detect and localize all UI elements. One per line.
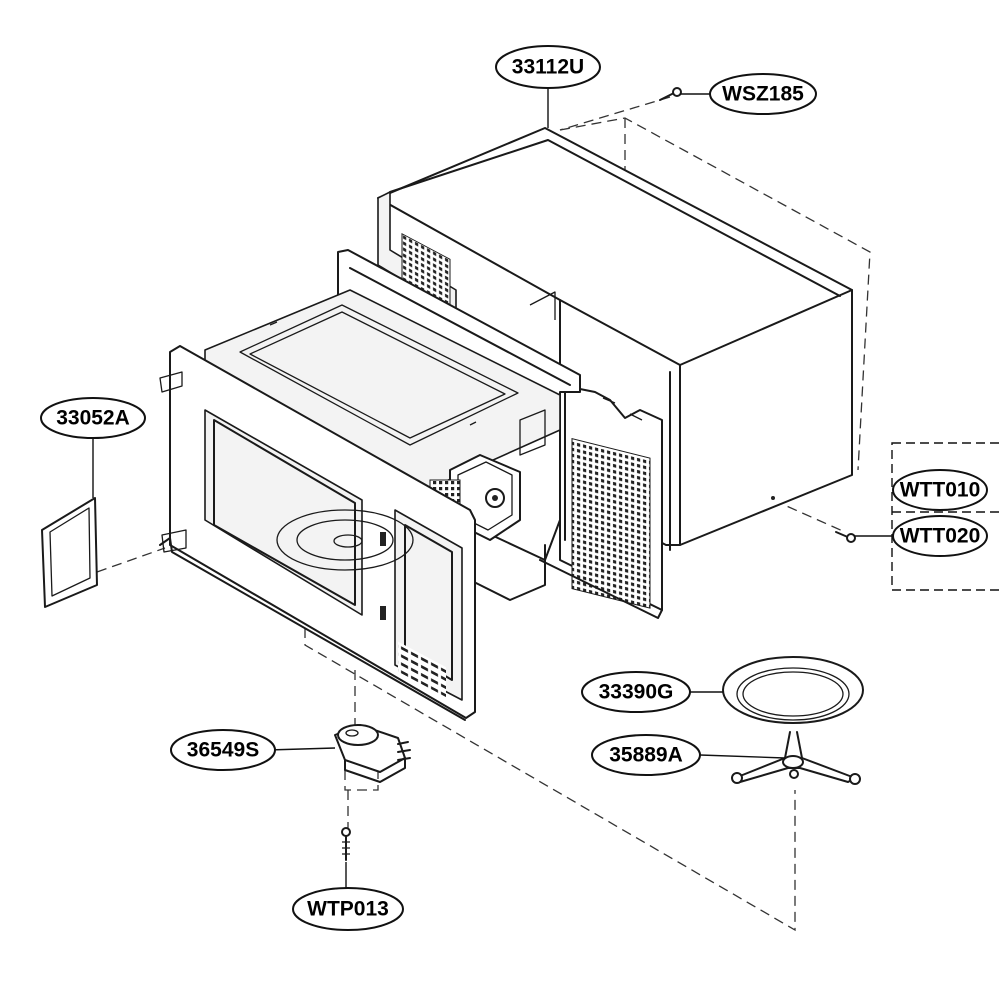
callout-35889A: 35889A <box>591 734 701 776</box>
waveguide-cover <box>41 497 98 608</box>
callout-33052A: 33052A <box>40 397 146 439</box>
part-label-35889A: 35889A <box>609 744 683 767</box>
part-label-36549S: 36549S <box>187 739 259 762</box>
callout-WSZ185: WSZ185 <box>709 73 817 115</box>
callout-36549S: 36549S <box>170 729 276 771</box>
callout-33112U: 33112U <box>495 45 601 89</box>
callout-WTP013: WTP013 <box>292 887 404 931</box>
callout-WTT020: WTT020 <box>892 515 988 557</box>
glass-tray <box>722 656 864 724</box>
outer-cabinet <box>377 127 853 551</box>
part-label-33052A: 33052A <box>56 407 130 430</box>
callout-WTT010: WTT010 <box>892 469 988 511</box>
back-plate <box>539 384 663 619</box>
callout-33390G: 33390G <box>581 671 691 713</box>
screw-wtt020 <box>835 531 856 543</box>
part-label-WSZ185: WSZ185 <box>722 83 804 106</box>
screw-wsz185 <box>659 87 682 101</box>
part-label-WTT020: WTT020 <box>900 525 981 548</box>
front-frame <box>159 345 476 721</box>
screw-group-box <box>891 442 1000 591</box>
turntable-motor <box>334 724 411 783</box>
part-label-33390G: 33390G <box>599 681 674 704</box>
leader-lines <box>92 88 895 888</box>
roller-support <box>731 731 861 785</box>
part-label-33112U: 33112U <box>512 56 584 79</box>
part-label-WTP013: WTP013 <box>307 898 389 921</box>
part-label-WTT010: WTT010 <box>900 479 981 502</box>
screw-wtp013 <box>341 827 351 861</box>
cavity-turntable <box>276 509 414 571</box>
